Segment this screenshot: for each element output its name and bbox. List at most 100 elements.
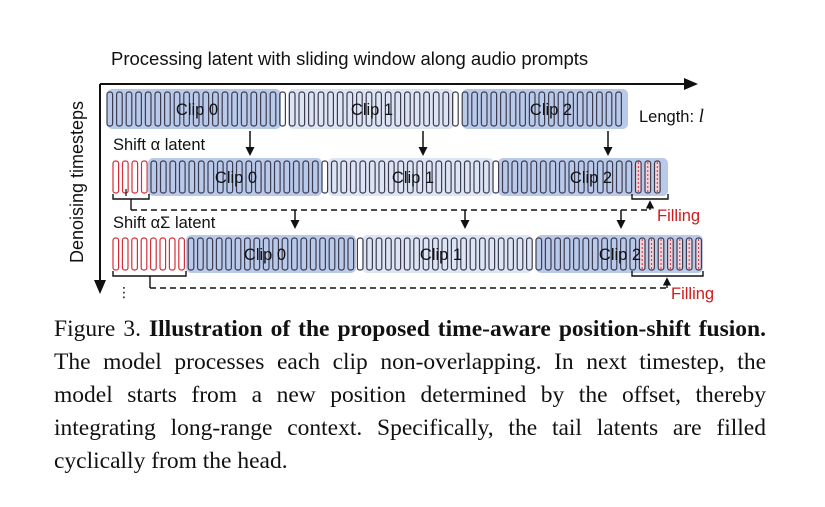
latent-cell bbox=[404, 91, 411, 127]
latent-cell bbox=[422, 237, 430, 271]
shifted-latent-cell bbox=[140, 160, 148, 194]
latent-cell bbox=[169, 160, 177, 194]
filled-latent-cell bbox=[666, 237, 674, 271]
latent-cell bbox=[509, 91, 517, 127]
latent-cell bbox=[150, 160, 158, 194]
row-1-filling-label: Filling bbox=[657, 207, 700, 225]
latent-cell bbox=[394, 91, 402, 127]
latent-cell bbox=[178, 160, 186, 194]
latent-cell bbox=[444, 160, 452, 194]
latent-cell bbox=[520, 160, 528, 194]
latent-cell bbox=[254, 160, 262, 194]
row-2-shift-suffix: latent bbox=[170, 214, 215, 232]
filled-latent-cell bbox=[653, 160, 661, 194]
filled-latent-cell bbox=[695, 237, 702, 271]
latent-cell bbox=[492, 160, 500, 194]
latent-cell bbox=[356, 91, 363, 127]
row-1-tail-bracket bbox=[631, 194, 669, 200]
row-1-shift-label: Shift α latent bbox=[113, 136, 206, 154]
ellipsis-mark: ⋮ bbox=[117, 284, 131, 300]
shifted-latent-cell bbox=[150, 237, 157, 271]
latent-cell bbox=[250, 91, 258, 127]
latent-cell bbox=[619, 237, 627, 271]
latent-cell bbox=[234, 237, 242, 271]
latent-cell bbox=[260, 91, 267, 127]
latent-cell bbox=[488, 237, 496, 271]
latent-cell bbox=[253, 237, 261, 271]
latent-cell bbox=[596, 160, 604, 194]
latent-cell bbox=[500, 91, 507, 127]
latent-cell bbox=[269, 91, 277, 127]
latent-cell bbox=[298, 91, 306, 127]
latent-cell bbox=[272, 237, 279, 271]
diagram-title: Processing latent with sliding window al… bbox=[111, 48, 588, 69]
latent-cell bbox=[567, 91, 574, 127]
latent-cell bbox=[507, 237, 514, 271]
filled-latent-cell bbox=[648, 237, 655, 271]
latent-cell bbox=[144, 91, 152, 127]
row-2-tail-bracket bbox=[631, 271, 704, 277]
clip-2-label: Clip 2 bbox=[570, 169, 612, 187]
latent-cell bbox=[413, 91, 421, 127]
clip-0-panel bbox=[148, 158, 322, 196]
latent-cell bbox=[479, 237, 486, 271]
latent-cell bbox=[311, 160, 319, 194]
latent-cell bbox=[577, 160, 585, 194]
filled-latent-cell bbox=[634, 160, 642, 194]
row-1-shift-suffix: latent bbox=[160, 136, 205, 154]
latent-cell bbox=[159, 160, 167, 194]
latent-cell bbox=[231, 91, 239, 127]
clip-1-label: Clip 1 bbox=[420, 246, 462, 264]
latent-cell bbox=[615, 160, 623, 194]
latent-cell bbox=[327, 91, 334, 127]
latent-cell bbox=[558, 160, 566, 194]
latent-cell bbox=[538, 91, 546, 127]
latent-cell bbox=[328, 237, 336, 271]
latent-cell bbox=[262, 237, 270, 271]
latent-cell bbox=[245, 160, 253, 194]
latent-cell bbox=[226, 160, 234, 194]
latent-cell bbox=[309, 237, 317, 271]
caption-body: The model processes each clip non-overla… bbox=[54, 349, 766, 474]
latent-cell bbox=[330, 160, 338, 194]
shifted-latent-cell bbox=[112, 237, 120, 271]
latent-cell bbox=[273, 160, 281, 194]
latent-cell bbox=[197, 160, 205, 194]
row-2-shift-label: Shift αΣ latent bbox=[113, 214, 216, 232]
latent-cell bbox=[154, 91, 162, 127]
latent-cell bbox=[336, 91, 344, 127]
latent-cell bbox=[539, 160, 547, 194]
latent-cell bbox=[629, 237, 637, 271]
shifted-latent-cell bbox=[121, 160, 129, 194]
latent-cell bbox=[206, 237, 214, 271]
latent-cell bbox=[435, 160, 443, 194]
latent-cell bbox=[183, 91, 191, 127]
clip-2-label: Clip 2 bbox=[530, 101, 572, 119]
latent-cell bbox=[591, 237, 599, 271]
shifted-latent-cell bbox=[131, 160, 139, 194]
latent-cell bbox=[413, 237, 420, 271]
latent-cell bbox=[356, 237, 364, 271]
position-shift-diagram: Processing latent with sliding window al… bbox=[67, 48, 714, 303]
latent-cell bbox=[461, 91, 469, 127]
latent-cell bbox=[586, 91, 594, 127]
latent-cell bbox=[187, 237, 195, 271]
y-axis-label: Denoising timesteps bbox=[67, 101, 87, 263]
latent-cell bbox=[338, 237, 345, 271]
latent-cell bbox=[375, 91, 382, 127]
latent-cell bbox=[416, 160, 424, 194]
latent-cell bbox=[215, 237, 223, 271]
latent-cell bbox=[375, 237, 383, 271]
latent-cell bbox=[347, 237, 355, 271]
latent-cell bbox=[490, 91, 498, 127]
latent-cell bbox=[216, 160, 224, 194]
latent-cell bbox=[207, 160, 215, 194]
clip-1-panel bbox=[288, 89, 454, 129]
latent-cell bbox=[125, 91, 133, 127]
latent-cell bbox=[406, 160, 414, 194]
latent-cell bbox=[547, 91, 555, 127]
latent-cell bbox=[188, 160, 196, 194]
clip-1-label: Clip 1 bbox=[351, 101, 393, 119]
latent-cell bbox=[469, 237, 477, 271]
